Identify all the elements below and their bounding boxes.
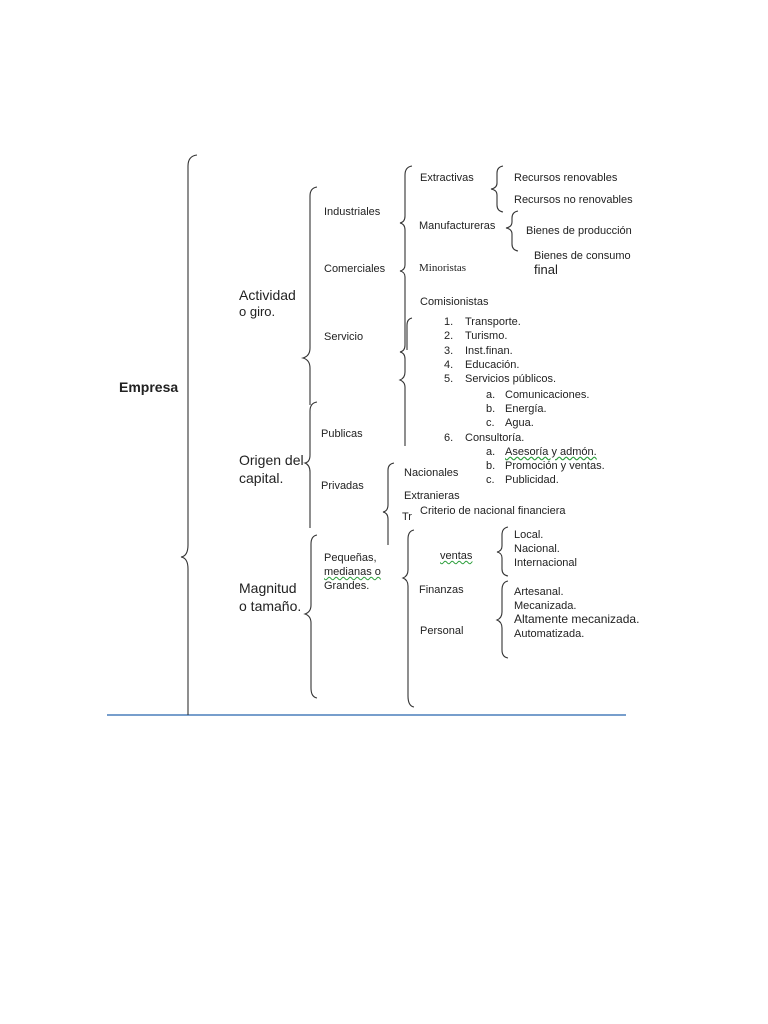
bracket-actividad-sub xyxy=(398,165,413,446)
node-minoristas: Minoristas xyxy=(419,262,467,274)
list-item-transporte: Transporte. xyxy=(465,316,521,328)
node-actividad-line1: Actividad xyxy=(239,287,296,303)
node-recursos-renovables: Recursos renovables xyxy=(514,172,618,184)
list-item-servicios-publicos: Servicios públicos. xyxy=(465,373,557,385)
bracket-privadas xyxy=(382,462,395,545)
bracket-servicio xyxy=(406,317,413,350)
list-item-artesanal: Artesanal. xyxy=(514,586,564,598)
list-number: 5. xyxy=(444,373,454,385)
root-label-empresa: Empresa xyxy=(119,379,179,395)
list-item-nacional: Nacional. xyxy=(514,543,560,555)
node-pequenas-line2: medianas o xyxy=(324,566,381,578)
list-number: 1. xyxy=(444,316,454,328)
node-pequenas-line1: Pequeñas, xyxy=(324,552,377,564)
node-nacionales: Nacionales xyxy=(404,467,459,479)
list-number: 3. xyxy=(444,345,454,357)
node-transnacionales-fragment: Tr xyxy=(402,511,412,523)
node-manufactureras: Manufactureras xyxy=(419,220,496,232)
list-letter: c. xyxy=(486,417,495,429)
list-number: 4. xyxy=(444,359,454,371)
node-actividad-line2: o giro. xyxy=(239,304,276,319)
bracket-magnitud xyxy=(303,534,318,699)
node-personal: Personal xyxy=(420,625,464,637)
node-comisionistas: Comisionistas xyxy=(420,296,489,308)
list-letter: a. xyxy=(486,446,496,458)
list-number: 6. xyxy=(444,432,454,444)
node-origen-line2: capital. xyxy=(239,470,284,486)
node-final: final xyxy=(534,262,558,277)
list-item-automatizada: Automatizada. xyxy=(514,628,585,640)
bracket-actividad xyxy=(301,186,318,405)
node-recursos-no-renovables: Recursos no renovables xyxy=(514,194,633,206)
list-item-consultoria: Consultoría. xyxy=(465,432,525,444)
node-magnitud-line2: o tamaño. xyxy=(239,598,302,614)
list-item-turismo: Turismo. xyxy=(465,330,508,342)
node-extranjeras: Extranjeras xyxy=(404,490,460,499)
node-bienes-produccion: Bienes de producción xyxy=(526,225,632,237)
bracket-ventas xyxy=(496,526,509,577)
node-magnitud-line1: Magnitud xyxy=(239,580,297,596)
list-item-internacional: Internacional xyxy=(514,557,577,569)
node-industriales: Industriales xyxy=(324,206,381,218)
node-comerciales: Comerciales xyxy=(324,263,386,275)
bracket-criterio xyxy=(401,529,415,708)
list-item-altamente-mecanizada: Altamente mecanizada. xyxy=(514,612,640,626)
bracket-empresa xyxy=(180,154,198,715)
node-servicio: Servicio xyxy=(324,331,364,343)
bracket-manufactureras xyxy=(505,210,519,252)
node-bienes-consumo: Bienes de consumo xyxy=(534,250,631,262)
node-criterio: Criterio de nacional financiera xyxy=(420,505,566,517)
list-item-educacion: Educación. xyxy=(465,359,520,371)
bracket-personal xyxy=(495,580,509,659)
list-item-local: Local. xyxy=(514,529,544,541)
node-origen-line1: Origen del xyxy=(239,452,304,468)
bracket-origen xyxy=(303,401,318,528)
bracket-extractivas xyxy=(490,165,504,213)
list-item-mecanizada: Mecanizada. xyxy=(514,600,577,612)
list-letter: b. xyxy=(486,460,496,472)
list-item-asesoria: Asesoría y admón. xyxy=(505,446,597,458)
list-letter: c. xyxy=(486,474,495,484)
node-extractivas: Extractivas xyxy=(420,172,474,184)
list-item-inst-finan: Inst.finan. xyxy=(465,345,513,357)
node-ventas: ventas xyxy=(440,550,473,562)
node-privadas: Privadas xyxy=(321,480,364,492)
list-item-promocion: Promoción y ventas. xyxy=(505,460,605,472)
node-finanzas: Finanzas xyxy=(419,584,464,596)
list-item-agua: Agua. xyxy=(505,417,534,429)
list-letter: a. xyxy=(486,389,496,401)
list-letter: b. xyxy=(486,403,496,415)
list-number: 2. xyxy=(444,330,454,342)
node-pequenas-line3: Grandes. xyxy=(324,580,370,592)
node-publicas: Publicas xyxy=(321,428,363,440)
list-item-comunicaciones: Comunicaciones. xyxy=(505,389,590,401)
list-item-publicidad: Publicidad. xyxy=(505,474,559,484)
list-item-energia: Energía. xyxy=(505,403,547,415)
